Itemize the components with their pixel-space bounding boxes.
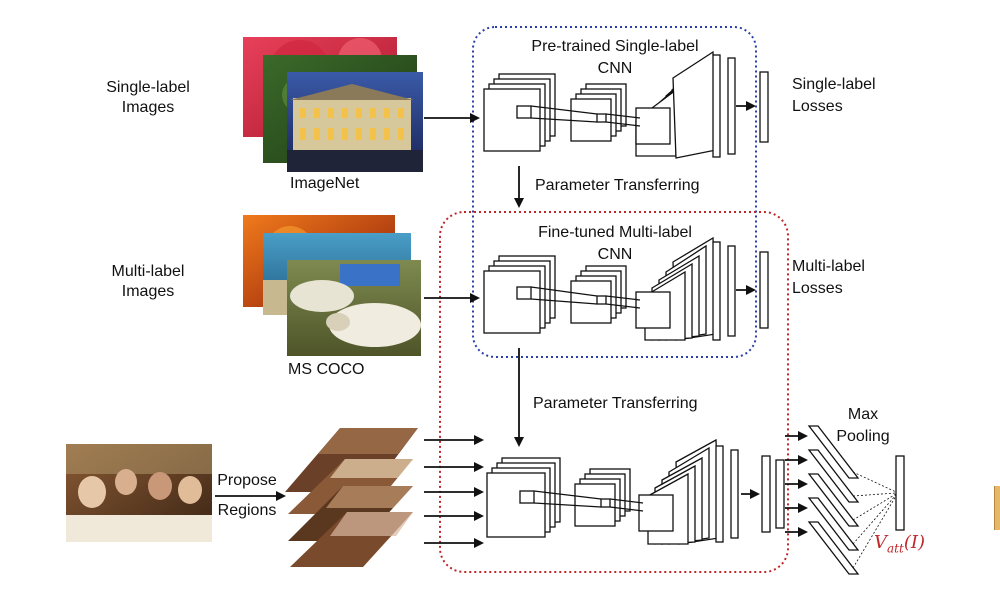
single-label-losses-label: Single-label Losses xyxy=(792,76,876,115)
finetuned-cnn-box xyxy=(439,211,789,573)
cnn-pretrained xyxy=(483,50,769,159)
output-vector-symbol: Vatt(I) xyxy=(874,532,925,556)
parameter-transferring-label-2: Parameter Transferring xyxy=(533,395,698,412)
single-label-images-label: Single-label Images xyxy=(106,79,190,116)
ms-coco-label: MS COCO xyxy=(288,361,365,378)
pretrained-cnn-title: Pre-trained Single-label CNN xyxy=(531,38,699,77)
imagenet-image-stack xyxy=(243,37,423,172)
max-pooling-stack xyxy=(807,425,905,575)
pooling-dashed-lines xyxy=(852,471,897,569)
cnn-region-shared xyxy=(486,438,785,545)
edge-tab xyxy=(994,486,1000,530)
pretrained-cnn-box xyxy=(472,26,757,358)
parameter-transferring-label-1: Parameter Transferring xyxy=(535,177,700,194)
multi-label-losses-label: Multi-label Losses xyxy=(792,258,865,297)
region-proposals xyxy=(285,428,418,567)
arrows xyxy=(215,101,808,548)
propose-regions-label: Propose Regions xyxy=(217,472,277,519)
input-photo xyxy=(66,444,212,542)
finetuned-cnn-title: Fine-tuned Multi-label CNN xyxy=(538,224,692,263)
max-pooling-label: Max Pooling xyxy=(836,406,890,445)
cnn-finetuned xyxy=(483,236,769,341)
ms-coco-image-stack xyxy=(243,215,421,356)
imagenet-label: ImageNet xyxy=(290,175,360,192)
multi-label-images-label: Multi-label Images xyxy=(111,263,185,300)
